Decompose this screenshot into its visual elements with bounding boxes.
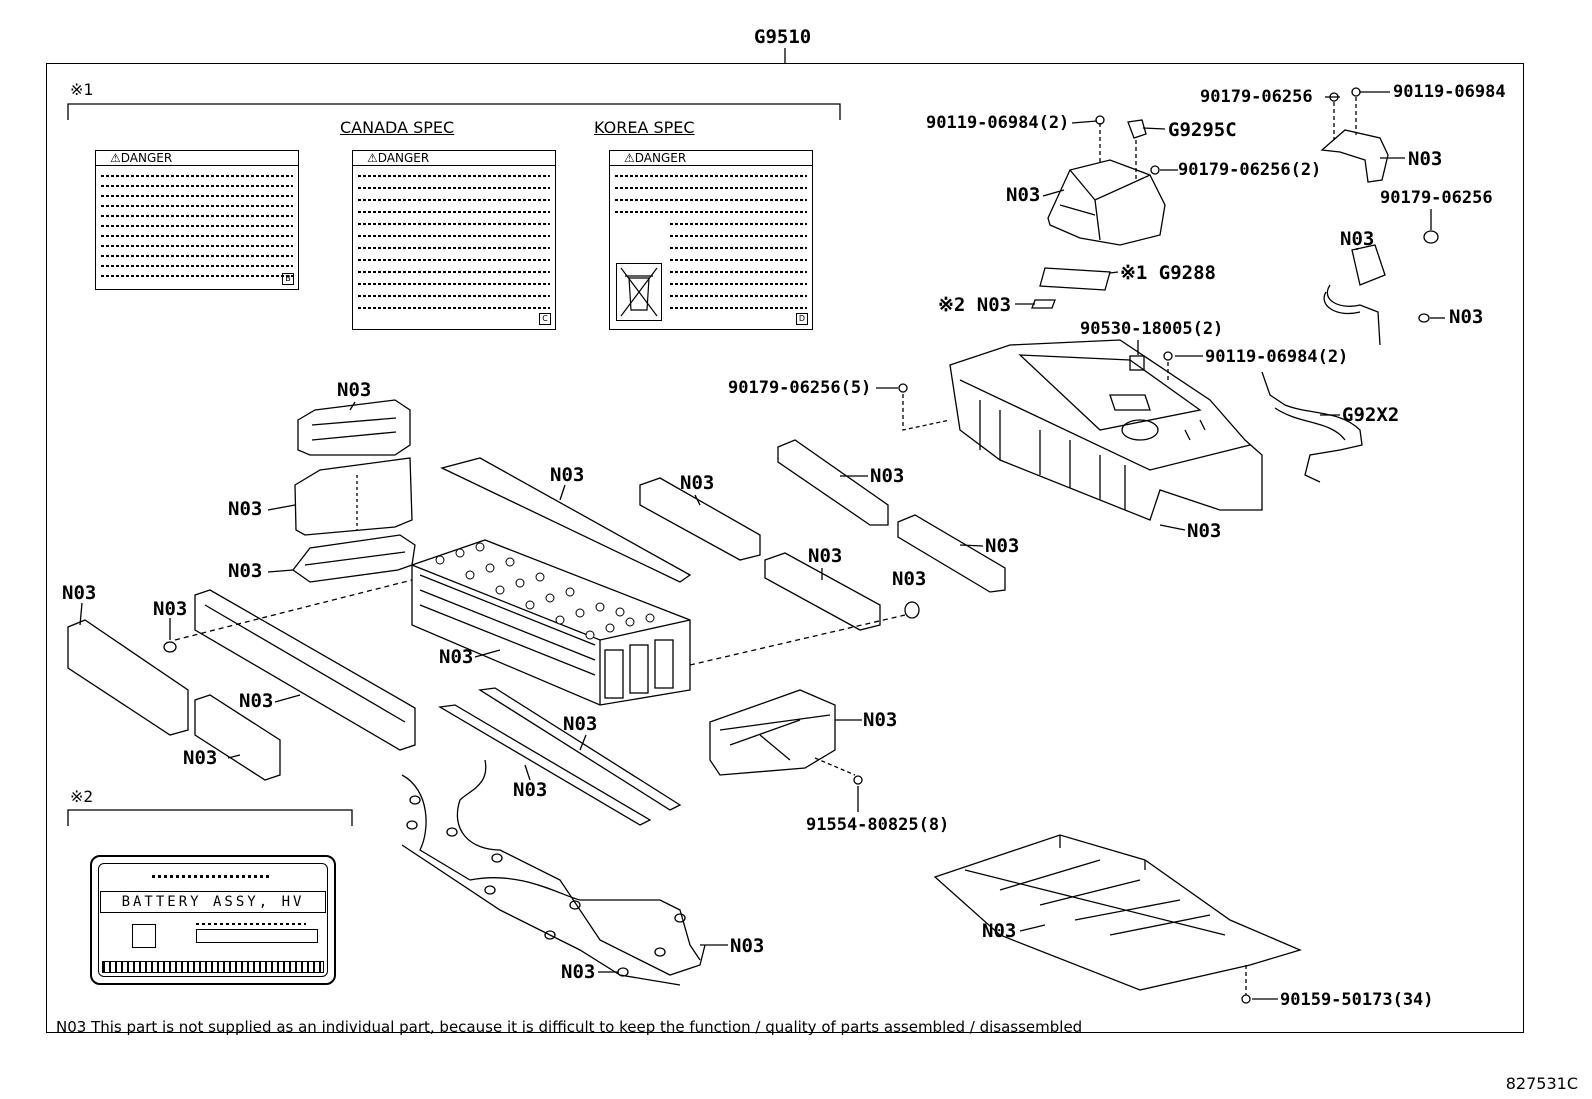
- callout-g9295c: G9295C: [1168, 119, 1237, 141]
- n03-label: N03: [513, 779, 548, 801]
- n03-label: N03: [153, 598, 188, 620]
- callout-g9288: ※1 G9288: [1120, 262, 1216, 284]
- n03-label: N03: [1187, 520, 1222, 542]
- danger-header: ⚠DANGER: [610, 151, 812, 166]
- n03-label: N03: [808, 545, 843, 567]
- callout-bolt-tray: 90159-50173(34): [1280, 990, 1434, 1010]
- warning-label-c: ⚠DANGER C: [352, 150, 556, 330]
- callout-nut-right: 90179-06256: [1380, 188, 1493, 208]
- n03-label: N03: [550, 464, 585, 486]
- n03-label: N03: [680, 472, 715, 494]
- callout-n03: N03: [1408, 148, 1443, 170]
- korea-spec-label: KOREA SPEC: [594, 118, 695, 137]
- callout-bolt-cover: 90119-06984(2): [926, 113, 1070, 133]
- callout-nut-case: 90179-06256(5): [728, 378, 872, 398]
- danger-header: ⚠DANGER: [96, 151, 298, 166]
- n03-label: N03: [239, 690, 274, 712]
- n03-label: N03: [183, 747, 218, 769]
- n03-label: N03: [228, 498, 263, 520]
- danger-header: ⚠DANGER: [353, 151, 555, 166]
- callout-nut-cover: 90179-06256(2): [1178, 160, 1322, 180]
- callout-screw: 91554-80825(8): [806, 815, 950, 835]
- callout-nut-top: 90179-06256: [1200, 87, 1313, 107]
- n03-label: N03: [439, 646, 474, 668]
- n03-label: N03: [982, 920, 1017, 942]
- canada-spec-label: CANADA SPEC: [340, 118, 455, 137]
- ref-mark-2: ※2: [70, 787, 94, 806]
- footnote: N03 This part is not supplied as an indi…: [56, 1018, 1083, 1036]
- n03-label: N03: [730, 935, 765, 957]
- n03-label: N03: [1340, 228, 1375, 250]
- ref-mark-1: ※1: [70, 80, 94, 99]
- n03-label: N03: [870, 465, 905, 487]
- drawing-code: 827531C: [1505, 1074, 1578, 1093]
- n03-label: N03: [1006, 184, 1041, 206]
- label-corner-d: D: [796, 313, 808, 325]
- label-corner-c: C: [539, 313, 551, 325]
- n03-label: N03: [563, 713, 598, 735]
- n03-label: N03: [62, 582, 97, 604]
- callout-n03-pad: ※2 N03: [938, 294, 1012, 316]
- recycle-bin-icon: [616, 263, 662, 321]
- battery-nameplate: BATTERY ASSY, HV: [90, 855, 336, 985]
- n03-label: N03: [337, 379, 372, 401]
- n03-label: N03: [863, 709, 898, 731]
- warning-label-b: ⚠DANGER B: [95, 150, 299, 290]
- callout-g92x2: G92X2: [1342, 404, 1400, 426]
- callout-bolt-top: 90119-06984: [1393, 82, 1506, 102]
- callout-bolt-case: 90119-06984(2): [1205, 347, 1349, 367]
- n03-label: N03: [1449, 306, 1484, 328]
- assembly-label: G9510: [754, 26, 812, 48]
- label-corner-b: B: [282, 273, 294, 285]
- callout-clip: 90530-18005(2): [1080, 319, 1224, 339]
- n03-label: N03: [985, 535, 1020, 557]
- diagram-frame: [46, 63, 1524, 1033]
- n03-label: N03: [892, 568, 927, 590]
- n03-label: N03: [561, 961, 596, 983]
- n03-label: N03: [228, 560, 263, 582]
- nameplate-title: BATTERY ASSY, HV: [100, 891, 326, 913]
- warning-label-d: ⚠DANGER D: [609, 150, 813, 330]
